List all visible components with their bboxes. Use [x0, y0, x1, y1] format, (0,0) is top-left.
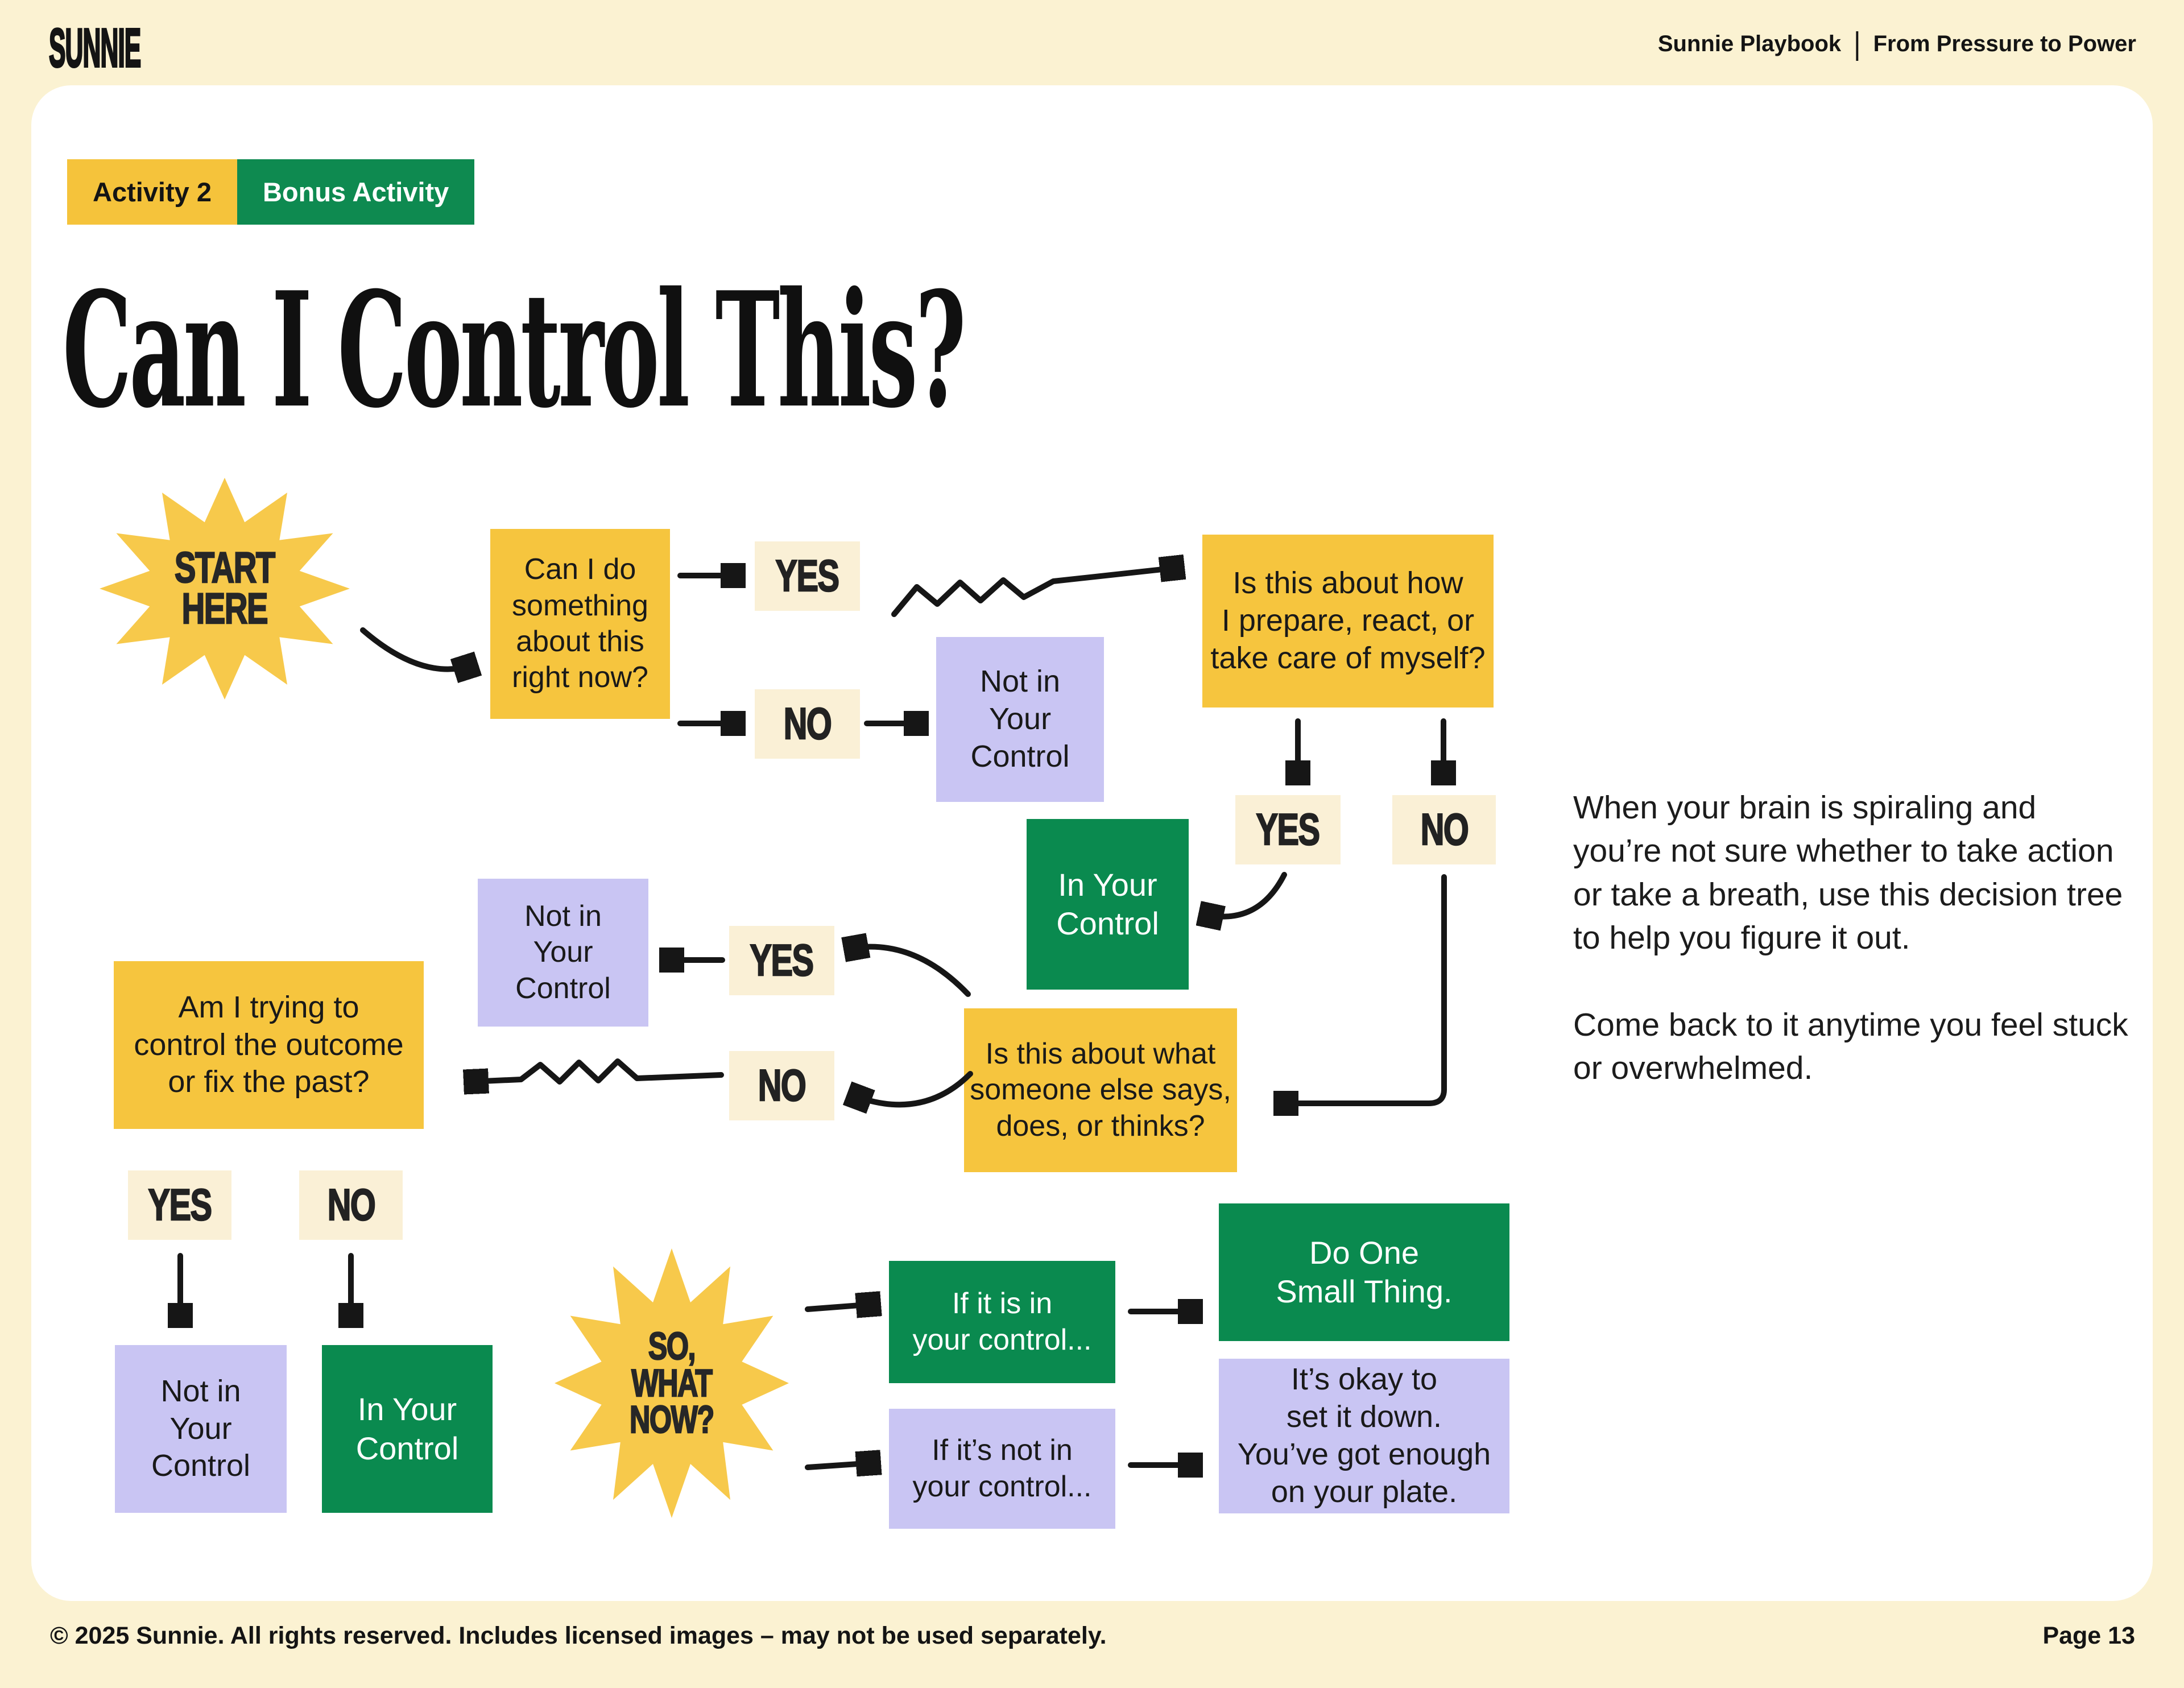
no-label: NO: [758, 1060, 807, 1111]
yes-label: YES: [1256, 804, 1321, 855]
not-in-your-control-bottom: Not in Your Control: [115, 1345, 287, 1513]
if-in-your-control: If it is in your control...: [889, 1261, 1115, 1383]
no-label: NO: [783, 698, 833, 750]
in-your-control-middle: In Your Control: [1027, 819, 1189, 990]
yes-chip-2: YES: [1235, 795, 1341, 864]
yes-label: YES: [750, 934, 814, 986]
no-label: NO: [326, 1179, 376, 1231]
page-number: Page 13: [2042, 1622, 2135, 1649]
activity-badge: Activity 2: [67, 159, 237, 225]
starburst-shape: [100, 478, 350, 700]
no-chip-3: NO: [729, 1051, 834, 1120]
question-outcome-past: Am I trying to control the outcome or fi…: [114, 961, 424, 1129]
sunnie-logo: SUNNIE: [48, 16, 142, 80]
not-in-your-control-top: Not in Your Control: [936, 637, 1104, 802]
not-in-your-control-middle: Not in Your Control: [478, 879, 648, 1027]
yes-label: YES: [775, 550, 840, 602]
no-label: NO: [1420, 804, 1469, 855]
in-your-control-bottom: In Your Control: [322, 1345, 493, 1513]
no-chip-4: NO: [299, 1170, 403, 1240]
intro-paragraph-2: Come back to it anytime you feel stuck o…: [1573, 1006, 2128, 1086]
if-not-in-your-control: If it’s not in your control...: [889, 1409, 1115, 1529]
yes-chip-3: YES: [729, 926, 834, 995]
bonus-activity-badge: Bonus Activity: [237, 159, 475, 225]
playbook-name: Sunnie Playbook: [1657, 31, 1842, 56]
yes-label: YES: [148, 1179, 213, 1231]
start-here-starburst: START HERE: [100, 478, 350, 700]
playbook-chapter: From Pressure to Power: [1873, 31, 2136, 56]
question-someone-else: Is this about what someone else says, do…: [964, 1008, 1237, 1172]
header-separator: |: [1854, 27, 1861, 61]
page-title: Can I Control This?: [63, 257, 966, 443]
intro-paragraph-1: When your brain is spiraling and you’re …: [1573, 789, 2123, 957]
set-it-down: It’s okay to set it down. You’ve got eno…: [1219, 1359, 1509, 1513]
no-chip-2: NO: [1392, 795, 1496, 864]
starburst-shape: [555, 1248, 789, 1518]
no-chip-1: NO: [755, 689, 860, 759]
copyright-notice: © 2025 Sunnie. All rights reserved. Incl…: [50, 1622, 1107, 1649]
do-one-small-thing: Do One Small Thing.: [1219, 1203, 1509, 1341]
intro-note: When your brain is spiraling and you’re …: [1573, 786, 2133, 1090]
question-can-i-do-something: Can I do something about this right now?: [490, 529, 670, 719]
yes-chip-1: YES: [755, 541, 860, 611]
question-prepare-react: Is this about how I prepare, react, or t…: [1202, 535, 1494, 708]
yes-chip-4: YES: [128, 1170, 231, 1240]
start-here-label: START HERE: [174, 543, 276, 633]
header-breadcrumb: Sunnie Playbook | From Pressure to Power: [1657, 27, 2136, 61]
activity-badges: Activity 2 Bonus Activity: [67, 159, 475, 225]
so-what-now-label: SO, WHAT NOW?: [629, 1325, 715, 1442]
so-what-now-starburst: SO, WHAT NOW?: [555, 1248, 789, 1518]
